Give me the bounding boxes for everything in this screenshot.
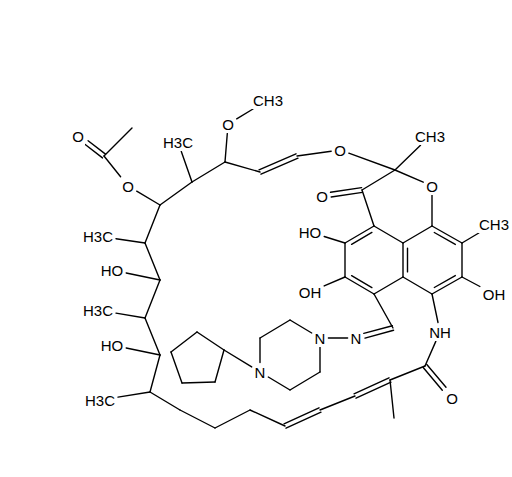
bond bbox=[331, 188, 362, 193]
bond bbox=[434, 233, 455, 245]
atom-label: CH3 bbox=[478, 216, 510, 233]
bond bbox=[137, 191, 160, 205]
bond bbox=[427, 365, 446, 388]
bond bbox=[259, 154, 296, 170]
bond bbox=[260, 320, 290, 338]
bond bbox=[145, 205, 160, 243]
atom-label: H3C bbox=[82, 228, 114, 245]
bond bbox=[403, 277, 432, 294]
atom-label: O bbox=[333, 142, 347, 159]
bond bbox=[290, 320, 312, 333]
bond bbox=[237, 109, 253, 119]
bond bbox=[215, 350, 224, 382]
bond bbox=[250, 410, 285, 426]
atom-label: HO bbox=[298, 224, 323, 241]
atom-label: HO bbox=[100, 337, 125, 354]
bond bbox=[365, 330, 394, 338]
bond bbox=[324, 277, 345, 286]
bond bbox=[349, 153, 395, 170]
bond bbox=[268, 377, 290, 390]
atom-label: OH bbox=[482, 286, 507, 303]
bond bbox=[259, 338, 260, 363]
atom-label: N bbox=[254, 364, 267, 381]
bond bbox=[324, 237, 345, 244]
bond bbox=[344, 243, 345, 277]
bond bbox=[374, 277, 403, 294]
bond bbox=[395, 145, 421, 170]
atom-label: O bbox=[315, 188, 329, 205]
bond bbox=[390, 366, 425, 380]
bond bbox=[160, 182, 192, 205]
atom-label: O bbox=[425, 178, 439, 195]
bond bbox=[116, 313, 145, 318]
atom-label: O bbox=[221, 116, 235, 133]
bond bbox=[171, 352, 182, 383]
bond bbox=[390, 380, 394, 418]
atom-label: HO bbox=[100, 262, 125, 279]
bond bbox=[362, 170, 395, 190]
bond bbox=[462, 233, 479, 243]
bond bbox=[319, 348, 320, 373]
atom-label: H3C bbox=[84, 392, 116, 409]
bond bbox=[182, 382, 215, 383]
bond bbox=[225, 134, 227, 163]
bond bbox=[181, 151, 192, 182]
bond bbox=[126, 273, 160, 280]
bond bbox=[374, 294, 393, 328]
atom-label: CH3 bbox=[414, 128, 446, 145]
bond bbox=[425, 341, 436, 366]
bond bbox=[320, 396, 355, 410]
bond bbox=[352, 276, 372, 288]
bond bbox=[150, 392, 180, 410]
bond bbox=[434, 276, 455, 288]
bond bbox=[225, 162, 260, 172]
bond bbox=[403, 226, 432, 243]
atom-label: H3C bbox=[82, 302, 114, 319]
bond bbox=[432, 294, 438, 323]
bond bbox=[224, 350, 252, 367]
bond bbox=[352, 232, 372, 244]
bond bbox=[328, 337, 347, 338]
bond bbox=[331, 192, 362, 197]
bond bbox=[171, 332, 197, 352]
atom-label: N bbox=[350, 330, 363, 347]
bond bbox=[290, 372, 320, 390]
bond bbox=[192, 162, 225, 182]
bond bbox=[215, 410, 250, 428]
bond bbox=[297, 151, 331, 156]
atom-label: N bbox=[314, 330, 327, 347]
bond bbox=[145, 280, 160, 318]
bond bbox=[356, 382, 391, 398]
bond bbox=[407, 248, 408, 272]
bond bbox=[104, 156, 121, 177]
bond bbox=[88, 141, 105, 154]
bond bbox=[461, 243, 462, 277]
atom-label: O bbox=[121, 178, 135, 195]
bond bbox=[431, 196, 432, 227]
bond bbox=[126, 348, 160, 355]
bond bbox=[286, 412, 321, 428]
atom-label: O bbox=[445, 390, 459, 407]
bond bbox=[362, 190, 374, 226]
bond bbox=[402, 243, 403, 277]
atom-label: OH bbox=[298, 284, 323, 301]
bond bbox=[395, 170, 423, 182]
bond bbox=[104, 128, 132, 156]
bond bbox=[85, 145, 102, 158]
atom-label: NH bbox=[428, 324, 452, 341]
atom-label: O bbox=[71, 128, 85, 145]
atom-label: CH3 bbox=[252, 92, 284, 109]
bond bbox=[197, 332, 224, 350]
bond bbox=[180, 410, 215, 428]
bond bbox=[462, 277, 480, 287]
atom-label: H3C bbox=[162, 134, 194, 151]
bond bbox=[150, 355, 160, 392]
bond bbox=[118, 392, 150, 397]
bond bbox=[145, 318, 160, 355]
bond bbox=[116, 239, 145, 243]
bond bbox=[145, 243, 160, 280]
bond bbox=[374, 226, 403, 243]
